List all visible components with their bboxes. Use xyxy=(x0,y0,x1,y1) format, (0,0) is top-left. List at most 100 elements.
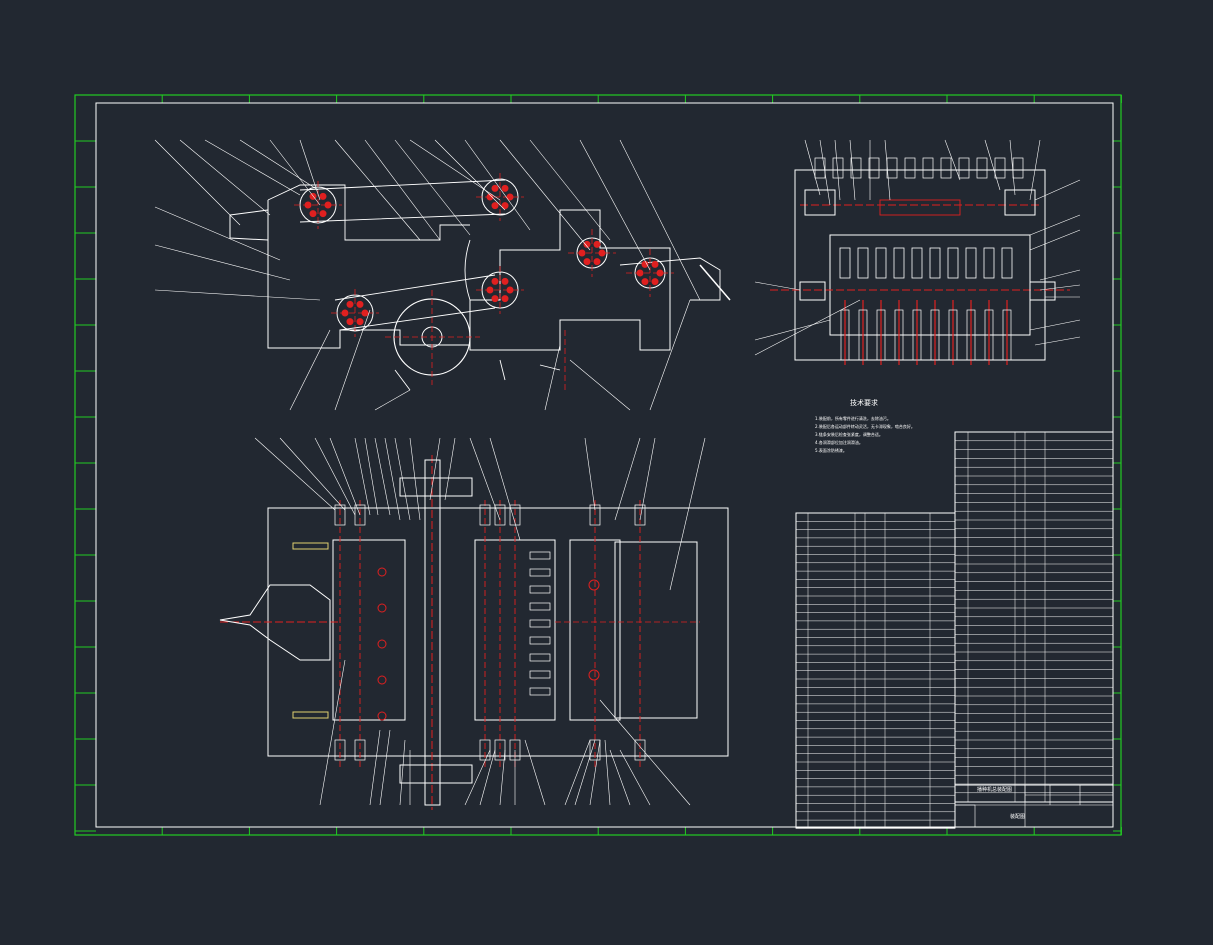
note-line-4: 4.各润滑部位加注润滑油。 xyxy=(815,439,863,445)
tooth xyxy=(994,157,1006,179)
leader-line xyxy=(499,139,591,251)
leader-line xyxy=(364,437,379,516)
leader-line xyxy=(289,329,331,411)
leader-line xyxy=(374,389,411,411)
tooth xyxy=(922,157,934,179)
feeder-cell xyxy=(529,653,551,662)
leader-line xyxy=(1009,139,1016,196)
bolt-hole xyxy=(356,318,364,326)
leader-line xyxy=(154,244,291,281)
frame-outline xyxy=(267,200,671,351)
top-view-drawing xyxy=(219,437,729,810)
leader-line xyxy=(429,437,441,501)
leader-line xyxy=(1029,214,1081,236)
chain xyxy=(299,179,506,331)
title-cell xyxy=(954,804,976,828)
leader-line xyxy=(754,299,861,356)
bolt-hole xyxy=(651,278,659,286)
bolt-hole xyxy=(491,295,499,303)
leader-line xyxy=(754,281,801,291)
leader-line xyxy=(179,139,271,216)
bolt-hole xyxy=(319,210,327,218)
leader-line xyxy=(434,139,506,211)
leader-line xyxy=(279,437,346,511)
tooth xyxy=(868,157,880,179)
leader-line xyxy=(329,437,361,516)
leader-line xyxy=(369,729,381,806)
pin xyxy=(912,309,922,361)
leader-line xyxy=(529,139,611,241)
bolt-hole xyxy=(501,184,509,192)
shaft-end-left xyxy=(799,281,826,301)
bolt-hole xyxy=(593,258,601,266)
leader-line xyxy=(804,139,821,196)
leader-line xyxy=(479,749,496,806)
pin xyxy=(840,309,850,361)
leader-line xyxy=(409,437,421,521)
leader-line xyxy=(574,739,596,806)
leader-line xyxy=(639,437,656,521)
leader-line xyxy=(609,749,631,806)
tooth xyxy=(904,157,916,179)
bearing-seat xyxy=(509,504,521,526)
feeder-cell xyxy=(529,585,551,594)
leader-line xyxy=(564,739,591,806)
leader-line xyxy=(444,437,456,501)
outer-frame-rect xyxy=(74,94,1122,836)
leader-line xyxy=(464,749,491,806)
clutch xyxy=(879,199,961,216)
tooth xyxy=(814,157,826,179)
bolt-hole xyxy=(319,192,327,200)
spring xyxy=(1001,247,1013,279)
leader-line xyxy=(849,139,856,201)
pin xyxy=(948,309,958,361)
note-line-5: 5.表面涂防锈漆。 xyxy=(815,447,847,453)
pin xyxy=(1002,309,1012,361)
leader-line xyxy=(204,139,301,196)
bolt-hole xyxy=(501,202,509,210)
shaft-end-right xyxy=(1029,281,1056,301)
leader-line xyxy=(604,739,611,806)
bearing-seat xyxy=(634,504,646,526)
seed-hole xyxy=(377,567,387,577)
leader-line xyxy=(599,699,691,806)
leader-line xyxy=(649,299,691,411)
tooth xyxy=(976,157,988,179)
seed-hole xyxy=(377,675,387,685)
bolt-hole xyxy=(501,295,509,303)
bolt-hole xyxy=(583,240,591,248)
seed-hole xyxy=(377,711,387,721)
pin xyxy=(930,309,940,361)
hatch-block xyxy=(292,542,329,550)
note-line-2: 2.装配后各运动部件转动灵活，无卡滞现象，啮合良好。 xyxy=(815,423,915,429)
sprocket-bottom xyxy=(399,764,473,784)
bearing-seat xyxy=(634,739,646,761)
feeder-cell xyxy=(529,619,551,628)
roller-hole xyxy=(588,669,600,681)
curve xyxy=(464,239,471,301)
spring xyxy=(893,247,905,279)
leader-line xyxy=(1034,336,1081,346)
pin xyxy=(984,309,994,361)
section-view-drawing xyxy=(754,139,1081,365)
leader-line xyxy=(579,139,651,271)
leader-line xyxy=(319,659,346,806)
seed-hole xyxy=(377,603,387,613)
leader-line xyxy=(269,139,321,206)
leader-line xyxy=(239,139,319,191)
top-frame xyxy=(267,507,729,757)
hatch-block xyxy=(292,711,329,719)
leader-line xyxy=(669,437,706,591)
leader-line xyxy=(584,437,596,511)
sprocket-top xyxy=(399,477,473,497)
leader-line xyxy=(464,139,531,231)
drawing-title: 播种机总装配图 xyxy=(977,786,1012,793)
spring xyxy=(857,247,869,279)
bearing-seat xyxy=(354,739,366,761)
leader-line xyxy=(354,437,371,516)
leader-line xyxy=(524,739,546,806)
bolt-hole xyxy=(309,210,317,218)
feeder-cell xyxy=(529,687,551,696)
gearbox xyxy=(229,209,269,241)
leader-line xyxy=(619,139,701,301)
